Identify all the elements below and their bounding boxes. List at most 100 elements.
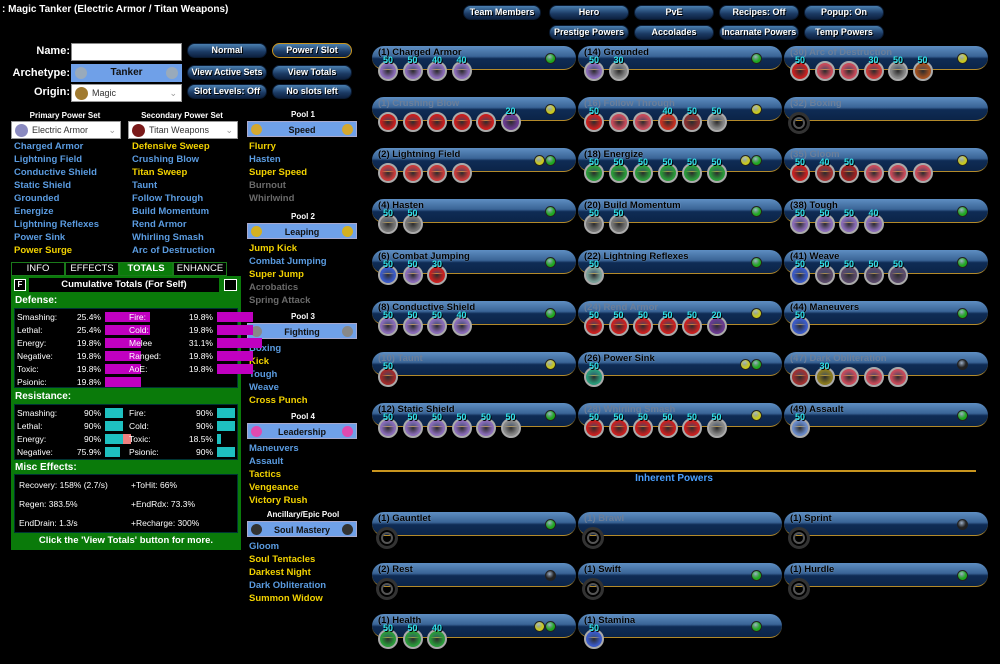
power-list-item[interactable]: Vengeance — [249, 482, 299, 493]
power-card[interactable]: (32) Boxing — [784, 97, 988, 143]
top-button-4[interactable]: Popup: On — [804, 5, 884, 20]
power-list-item[interactable]: Conductive Shield — [14, 167, 97, 178]
power-list-item[interactable]: Whirlwind — [249, 193, 295, 204]
toggle-indicator-icon[interactable] — [740, 155, 751, 166]
enhancement-icon[interactable] — [584, 214, 604, 234]
power-list-item[interactable]: Super Jump — [249, 269, 304, 280]
top-button-0[interactable]: Team Members — [463, 5, 541, 20]
power-bar[interactable] — [784, 301, 988, 325]
enhancement-icon[interactable] — [378, 112, 398, 132]
enhancement-icon[interactable] — [912, 163, 933, 183]
enhancement-icon[interactable] — [814, 163, 835, 183]
enhancement-icon[interactable] — [706, 316, 727, 336]
enhancement-icon[interactable] — [584, 367, 604, 387]
power-bar[interactable] — [784, 403, 988, 427]
power-list-item[interactable]: Defensive Sweep — [132, 141, 210, 152]
enhancement-icon[interactable] — [633, 418, 653, 438]
power-bar[interactable] — [784, 97, 988, 121]
enhancement-icon[interactable] — [839, 367, 859, 387]
active-indicator-icon[interactable] — [957, 410, 968, 421]
secondary-set-select[interactable]: Titan Weapons⌄ — [128, 121, 238, 139]
power-list-item[interactable]: Lightning Reflexes — [14, 219, 99, 230]
power-list-item[interactable]: Energize — [14, 206, 54, 217]
active-indicator-icon[interactable] — [545, 519, 556, 530]
enhancement-icon[interactable] — [402, 61, 423, 81]
top-button2-3[interactable]: Temp Powers — [804, 25, 884, 40]
enhancement-icon[interactable] — [814, 265, 835, 285]
enhancement-icon[interactable] — [863, 265, 884, 285]
power-list-item[interactable]: Dark Obliteration — [249, 580, 327, 591]
enhancement-icon[interactable] — [633, 112, 653, 132]
origin-select[interactable]: Magic⌄ — [71, 84, 182, 102]
pool-select-3[interactable]: Leadership — [247, 423, 357, 439]
power-bar[interactable] — [372, 563, 576, 587]
enhancement-icon[interactable] — [427, 61, 447, 81]
top-button-2[interactable]: PvE — [634, 5, 714, 20]
power-bar[interactable] — [372, 512, 576, 536]
toggle-indicator-icon[interactable] — [751, 308, 762, 319]
top-button2-2[interactable]: Incarnate Powers — [719, 25, 799, 40]
enhancement-icon[interactable] — [584, 112, 604, 132]
enhancement-icon[interactable] — [706, 112, 727, 132]
enhancement-icon[interactable] — [814, 367, 835, 387]
enhancement-icon[interactable] — [888, 61, 908, 81]
archetype-select[interactable]: Tanker — [71, 64, 182, 82]
enhancement-icon[interactable] — [584, 316, 604, 336]
enhancement-icon[interactable] — [863, 163, 884, 183]
enhancement-icon[interactable] — [657, 163, 678, 183]
enhancement-icon[interactable] — [427, 418, 447, 438]
power-bar[interactable] — [784, 563, 988, 587]
inactive-indicator-icon[interactable] — [957, 519, 968, 530]
power-card[interactable]: (1) Swift — [578, 563, 782, 609]
enhancement-icon[interactable] — [657, 112, 678, 132]
enhancement-icon[interactable] — [451, 316, 472, 336]
enhancement-icon[interactable] — [790, 265, 810, 285]
enhancement-icon[interactable] — [378, 214, 398, 234]
active-indicator-icon[interactable] — [545, 257, 556, 268]
toggle-indicator-icon[interactable] — [534, 621, 545, 632]
power-card[interactable]: (1) Hurdle — [784, 563, 988, 609]
tab-totals[interactable]: TOTALS — [119, 262, 173, 276]
power-bar[interactable] — [372, 352, 576, 376]
enhancement-icon[interactable] — [427, 112, 447, 132]
enhancement-icon[interactable] — [451, 418, 472, 438]
empty-slot-icon[interactable] — [582, 527, 604, 549]
top-button2-1[interactable]: Accolades — [634, 25, 714, 40]
enhancement-icon[interactable] — [584, 61, 604, 81]
active-indicator-icon[interactable] — [545, 410, 556, 421]
enhancement-icon[interactable] — [451, 163, 472, 183]
enhancement-icon[interactable] — [912, 61, 933, 81]
power-list-item[interactable]: Acrobatics — [249, 282, 299, 293]
enhancement-icon[interactable] — [427, 629, 447, 649]
pool-select-0[interactable]: Speed — [247, 121, 357, 137]
empty-slot-icon[interactable] — [376, 578, 398, 600]
enhancement-icon[interactable] — [378, 629, 398, 649]
enhancement-icon[interactable] — [584, 418, 604, 438]
enhancement-icon[interactable] — [584, 163, 604, 183]
toggle-indicator-icon[interactable] — [545, 359, 556, 370]
power-list-item[interactable]: Gloom — [249, 541, 280, 552]
active-indicator-icon[interactable] — [751, 206, 762, 217]
power-card[interactable]: (2) Lightning Field — [372, 148, 576, 194]
power-bar[interactable] — [784, 512, 988, 536]
empty-slot-icon[interactable] — [376, 527, 398, 549]
active-indicator-icon[interactable] — [751, 621, 762, 632]
enhancement-icon[interactable] — [814, 214, 835, 234]
pool-select-2[interactable]: Fighting — [247, 323, 357, 339]
mode-button-2[interactable]: View Active Sets — [187, 65, 267, 80]
name-input[interactable] — [71, 43, 182, 61]
pool-select-1[interactable]: Leaping — [247, 223, 357, 239]
enhancement-icon[interactable] — [427, 316, 447, 336]
power-list-item[interactable]: Burnout — [249, 180, 286, 191]
enhancement-icon[interactable] — [863, 367, 884, 387]
mode-button-3[interactable]: View Totals — [272, 65, 352, 80]
enhancement-icon[interactable] — [402, 316, 423, 336]
